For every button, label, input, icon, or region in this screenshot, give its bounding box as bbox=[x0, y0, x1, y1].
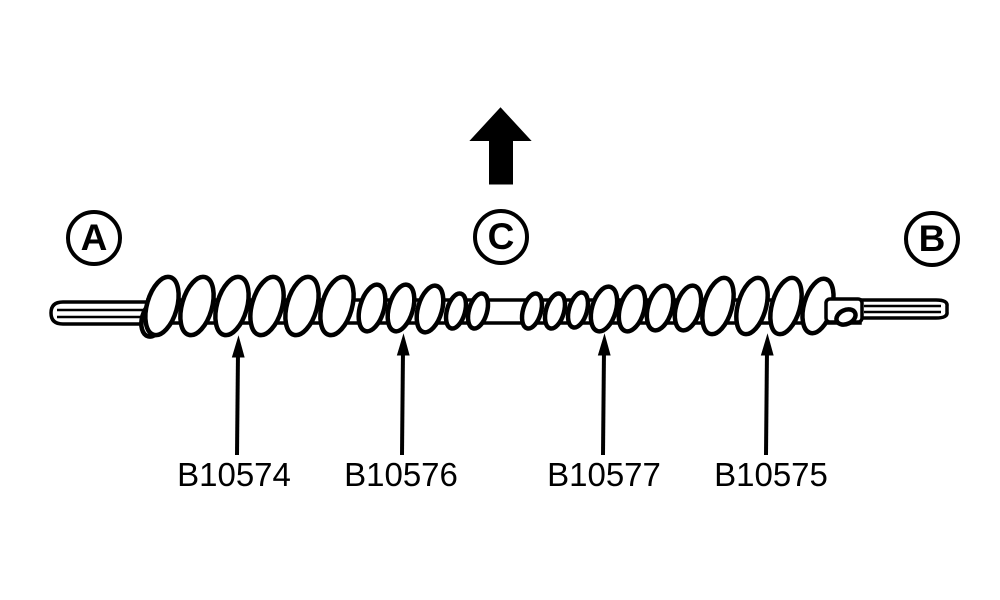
coil-loop bbox=[318, 274, 356, 338]
shaft-assembly bbox=[49, 274, 949, 339]
coil-loop bbox=[356, 282, 388, 334]
ref-circle-b-label: B bbox=[918, 217, 946, 259]
coil-loop bbox=[385, 282, 417, 334]
coil-loop bbox=[542, 291, 568, 331]
coil-loop bbox=[519, 291, 545, 331]
coil-loop bbox=[465, 291, 491, 331]
callout-arrow-b10575 bbox=[760, 333, 774, 456]
callout-label-4: B10575 bbox=[714, 456, 828, 493]
coil-loop bbox=[734, 275, 770, 337]
coil-loop bbox=[178, 274, 216, 338]
coil-loop bbox=[443, 291, 469, 331]
coil-loop bbox=[700, 275, 736, 337]
coil-spring bbox=[139, 274, 836, 339]
coil-loop bbox=[248, 274, 286, 338]
coil-loop bbox=[143, 274, 181, 338]
callout-label-1: B10574 bbox=[177, 456, 291, 493]
coil-loop bbox=[588, 284, 620, 334]
coil-loop bbox=[213, 274, 251, 338]
coil-loop bbox=[565, 290, 591, 330]
coil-loop bbox=[414, 283, 446, 335]
coil-loop bbox=[644, 283, 676, 333]
coil-loop bbox=[672, 283, 704, 333]
ref-circle-c: C bbox=[473, 209, 529, 265]
shaft-right-rod bbox=[856, 298, 949, 320]
callout-arrows bbox=[231, 333, 774, 456]
callout-arrow-b10576 bbox=[396, 333, 410, 456]
ref-circle-c-label: C bbox=[487, 215, 515, 257]
coil-loop bbox=[283, 274, 321, 338]
ref-circle-b: B bbox=[904, 211, 960, 267]
coil-loop bbox=[616, 284, 648, 334]
shaft-left-rod bbox=[49, 300, 154, 326]
callout-label-3: B10577 bbox=[547, 456, 661, 493]
shaft-end-eyelet bbox=[834, 307, 858, 327]
up-arrow-icon bbox=[469, 107, 532, 185]
callout-arrow-b10577 bbox=[597, 333, 611, 456]
callout-arrow-b10574 bbox=[231, 335, 245, 456]
ref-circle-a: A bbox=[66, 210, 122, 266]
coil-loop bbox=[768, 275, 804, 337]
callout-label-2: B10576 bbox=[344, 456, 458, 493]
ref-circle-a-label: A bbox=[80, 216, 108, 258]
